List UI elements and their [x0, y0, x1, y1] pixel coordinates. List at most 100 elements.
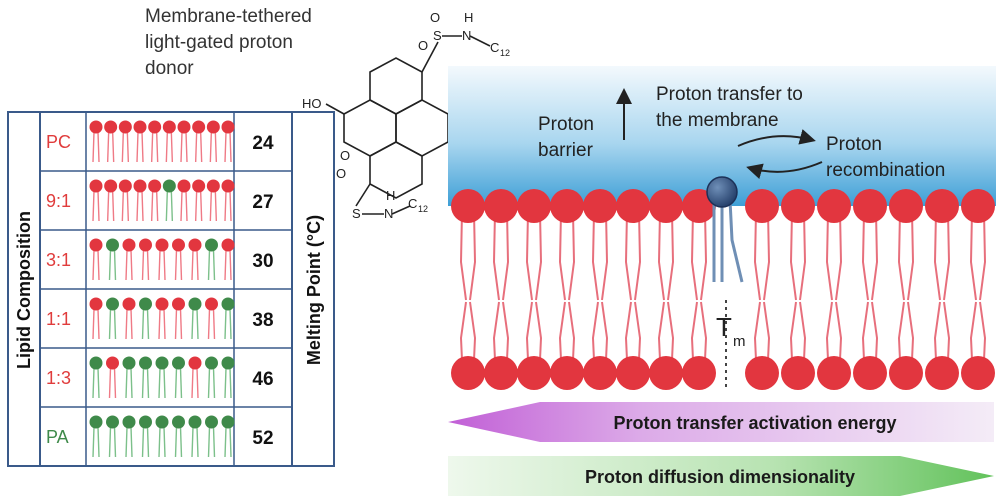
lipid-tail — [224, 426, 227, 458]
activation-energy-bar: Proton transfer activation energy — [448, 402, 994, 442]
lipid-tail — [92, 190, 95, 222]
lower-lipid-tail — [492, 301, 500, 361]
lipid-tail — [158, 249, 161, 281]
upper-lipid-tail — [933, 211, 941, 301]
lipid-tail — [180, 190, 183, 222]
atom-o3b: O — [336, 166, 346, 181]
lipid-tail — [191, 367, 194, 399]
lipid-head — [155, 356, 169, 370]
lower-lipid-head — [583, 356, 617, 390]
lipid-tail — [141, 190, 144, 222]
lipid-tail — [136, 190, 139, 222]
melting-point-value: 24 — [252, 133, 274, 154]
lipid-head — [172, 238, 185, 252]
lipid-head — [221, 415, 235, 429]
bond-n3-c — [391, 205, 411, 215]
upper-lipid-tail — [871, 211, 879, 301]
lipid-head — [118, 179, 132, 193]
ring-bottom — [369, 141, 423, 199]
lower-lipid-tail — [799, 301, 807, 361]
bond-top-s — [421, 41, 439, 73]
lipid-tail — [191, 308, 194, 340]
lipid-tail — [113, 249, 117, 281]
upper-lipid-tail — [969, 211, 977, 301]
lipid-tail — [141, 426, 145, 458]
lipid-head — [106, 297, 119, 311]
lower-lipid-tail — [969, 301, 977, 361]
lower-lipid-tail — [789, 301, 797, 361]
lipid-head — [172, 356, 185, 370]
transfer-arrow — [737, 129, 816, 147]
melting-point-label: Melting Point (°C) — [304, 215, 324, 365]
upper-lipid-tail — [558, 211, 566, 301]
upper-lipid-head — [451, 189, 485, 223]
lipid-head — [139, 238, 152, 252]
upper-lipid-head — [925, 189, 959, 223]
lipid-tail — [207, 249, 211, 281]
upper-lipid-tail — [601, 211, 609, 301]
lipid-head — [206, 120, 220, 134]
lipid-tail — [113, 308, 117, 340]
lipid-head — [205, 356, 218, 370]
melting-point-value: 27 — [252, 192, 273, 213]
lipid-tail — [163, 426, 166, 458]
lipid-tail — [97, 190, 100, 222]
lipid-head — [177, 120, 191, 134]
lower-lipid-head — [550, 356, 584, 390]
lower-lipid-tail — [753, 301, 761, 361]
upper-lipid-tail — [624, 211, 632, 301]
lower-lipid-tail — [690, 301, 698, 361]
lipid-head — [188, 356, 202, 370]
lipid-tail — [158, 308, 161, 340]
lower-lipid-tail — [568, 301, 576, 361]
lipid-head — [221, 356, 235, 370]
lipid-tail — [224, 131, 227, 163]
lipid-row-icon — [89, 120, 235, 163]
lipid-head — [155, 238, 169, 252]
lipid-tail — [212, 308, 216, 340]
lipid-tail — [199, 190, 203, 222]
composition-label: 3:1 — [46, 250, 71, 270]
lipid-head — [104, 120, 118, 134]
lipid-tail — [108, 426, 112, 458]
lower-lipid-tail — [469, 301, 477, 361]
lipid-tail — [141, 131, 144, 163]
upper-lipid-head — [961, 189, 995, 223]
upper-lipid-head — [616, 189, 650, 223]
lipid-tail — [97, 131, 100, 163]
lipid-tail — [174, 249, 178, 281]
diffusion-dimensionality-bar: Proton diffusion dimensionality — [448, 456, 994, 496]
lipid-head — [155, 297, 169, 311]
lower-lipid-head — [853, 356, 887, 390]
lipid-tail — [179, 367, 183, 399]
atom-o1b: O — [430, 10, 440, 25]
lipid-tail — [146, 308, 150, 340]
upper-lipid-tail — [459, 211, 467, 301]
lipid-head — [192, 179, 206, 193]
proton-barrier-line-1: Proton — [538, 114, 594, 135]
atom-s3: S — [352, 206, 361, 221]
upper-lipid-head — [745, 189, 779, 223]
lipid-tail — [196, 308, 199, 340]
proton-recombination-line-2: recombination — [826, 160, 945, 181]
atom-h3: H — [386, 188, 395, 203]
lipid-tail — [194, 131, 198, 163]
lipid-head — [206, 179, 220, 193]
lipid-head — [139, 297, 152, 311]
lower-lipid-tail — [835, 301, 843, 361]
upper-lipid-tail — [591, 211, 599, 301]
lipid-head — [89, 297, 103, 311]
lipid-head — [205, 297, 218, 311]
atom-n1: N — [462, 28, 471, 43]
lower-lipid-tail — [459, 301, 467, 361]
lipid-bilayer — [451, 189, 995, 390]
bond-ho — [325, 103, 345, 115]
lipid-head — [106, 238, 119, 252]
lipid-tail — [209, 131, 213, 163]
lipid-tail — [106, 131, 110, 163]
lower-lipid-tail — [871, 301, 879, 361]
lipid-tail — [111, 190, 115, 222]
tm-label: T — [716, 312, 732, 342]
donor-title-line-2: light-gated proton — [145, 32, 293, 53]
